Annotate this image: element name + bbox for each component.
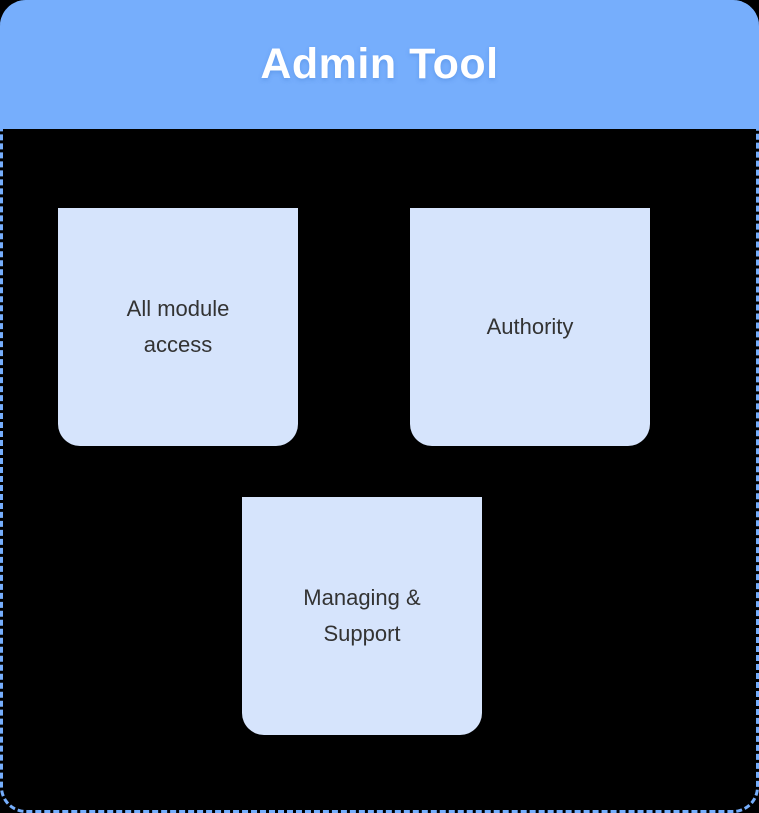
note-body: Authority: [410, 208, 650, 446]
page-title: Admin Tool: [260, 40, 499, 88]
note-body: Managing & Support: [242, 497, 482, 735]
note-label: All module access: [126, 295, 230, 357]
note-body: All module access: [58, 208, 298, 446]
sticky-note-all-module-access[interactable]: All module access: [58, 208, 298, 446]
sticky-note-managing-support[interactable]: Managing & Support: [242, 497, 482, 735]
note-label: Authority: [486, 313, 574, 339]
notes-board: All module access Authority Managing & S…: [0, 129, 759, 813]
sticky-note-authority[interactable]: Authority: [410, 208, 650, 446]
note-label: Managing & Support: [303, 584, 421, 646]
header-bar: Admin Tool: [0, 0, 759, 129]
